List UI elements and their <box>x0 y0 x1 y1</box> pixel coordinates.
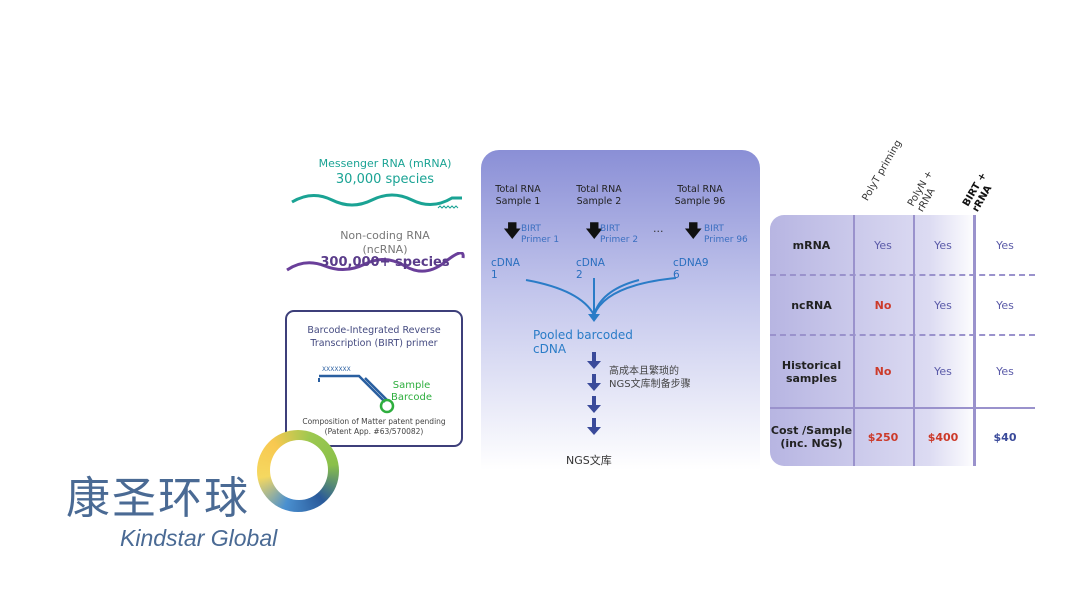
kindstar-logo-icon <box>257 430 339 512</box>
row-label-ncrna: ncRNA <box>791 298 832 312</box>
cdna-96-l1: cDNA9 <box>673 257 709 269</box>
header-polyn: PolyN +rRNA <box>906 169 945 214</box>
primer-structure-icon: XXXXXXX <box>318 366 395 414</box>
pooled-l1: Pooled barcoded <box>533 328 633 342</box>
arrow-down-icon: 🡇 <box>585 221 604 242</box>
sample-2-l2: Sample 2 <box>576 196 622 207</box>
birt-title-1: Barcode-Integrated Reverse <box>307 325 441 336</box>
logo-chinese-name: 康圣环球 <box>66 473 250 524</box>
birt-title-2: Transcription (BIRT) primer <box>310 338 438 349</box>
cost-l1: Cost /Sample <box>770 424 853 437</box>
cell: $400 <box>927 430 959 444</box>
sample-96-l1: Total RNA <box>677 184 723 195</box>
primer-1-l2: Primer 1 <box>521 235 560 245</box>
ncrna-count: 300,000+ species <box>320 255 450 270</box>
cell: Yes <box>996 298 1014 312</box>
arrow-down-icon: 🡇 <box>684 221 703 242</box>
historical-l1: Historical <box>781 358 842 372</box>
comparison-table: mRNA Yes Yes Yes ncRNA No Yes Yes Histor… <box>770 215 1035 466</box>
cell: Yes <box>996 365 1014 378</box>
cell: Yes <box>934 238 952 252</box>
patent-line-1: Composition of Matter patent pending <box>302 417 446 426</box>
cell: $250 <box>867 430 899 444</box>
cdna-1-l1: cDNA <box>491 257 520 269</box>
steps-l1: 高成本且繁琐的 <box>609 366 679 377</box>
header-birt: BIRT +rRNA <box>961 171 999 214</box>
cost-l2: (inc. NGS) <box>780 437 843 450</box>
ngs-prep-steps-label: 高成本且繁琐的 NGS文库制备步骤 <box>609 365 691 391</box>
sample-barcode-2: Barcode <box>391 392 432 403</box>
mrna-title: Messenger RNA (mRNA) <box>318 157 452 170</box>
mrna-count: 30,000 species <box>335 172 435 187</box>
pooled-l2: cDNA <box>533 342 567 356</box>
ngs-library-label: NGS文库 <box>566 454 612 467</box>
primer-2-l1: BIRT <box>600 224 620 234</box>
row-label-mrna: mRNA <box>792 238 831 252</box>
cell: No <box>874 298 892 312</box>
sample-1-l2: Sample 1 <box>495 196 541 207</box>
logo-english-name: Kindstar Global <box>120 525 278 551</box>
ncrna-wave-icon <box>286 252 465 273</box>
ncrna-title-text: Non-coding RNA <box>340 229 430 242</box>
primer-1-l1: BIRT <box>521 224 541 234</box>
arrow-down-icon: 🡇 <box>503 221 522 242</box>
sample-1-l1: Total RNA <box>495 184 541 195</box>
cell: $40 <box>993 430 1017 444</box>
table-background <box>770 215 1035 466</box>
ellipsis: ... <box>653 222 664 235</box>
patent-note: Composition of Matter patent pending(Pat… <box>287 417 461 437</box>
historical-l2: samples <box>785 371 838 385</box>
cdna-96-l2: 6 <box>673 269 680 281</box>
ngs-steps-arrows-icon <box>587 352 601 435</box>
patent-line-2: (Patent App. #63/570082) <box>324 427 424 436</box>
sample-96-l2: Sample 96 <box>674 196 726 207</box>
ncrna-title: Non-coding RNA(ncRNA) <box>300 229 470 257</box>
cell: Yes <box>934 365 952 378</box>
cdna-1-l2: 1 <box>491 269 498 281</box>
cell: Yes <box>934 298 952 312</box>
svg-text:XXXXXXX: XXXXXXX <box>322 366 351 373</box>
cell: Yes <box>996 238 1014 252</box>
primer-96-l2: Primer 96 <box>704 235 748 245</box>
header-polyt: PolyT priming <box>860 138 905 203</box>
primer-2-l2: Primer 2 <box>600 235 639 245</box>
cell: Yes <box>874 238 892 252</box>
cdna-2-l1: cDNA <box>576 257 605 269</box>
primer-96-l1: BIRT <box>704 224 724 234</box>
sample-2-l1: Total RNA <box>576 184 622 195</box>
mrna-wave-icon <box>291 193 462 209</box>
steps-l2: NGS文库制备步骤 <box>609 379 691 390</box>
cdna-2-l2: 2 <box>576 269 583 281</box>
row-label-cost: Cost /Sample(inc. NGS) <box>770 408 853 466</box>
cell: No <box>874 365 892 378</box>
ncrna-abbr: (ncRNA) <box>362 243 408 256</box>
sample-barcode-1: Sample <box>392 380 431 391</box>
pooling-arrows-icon <box>525 277 677 322</box>
